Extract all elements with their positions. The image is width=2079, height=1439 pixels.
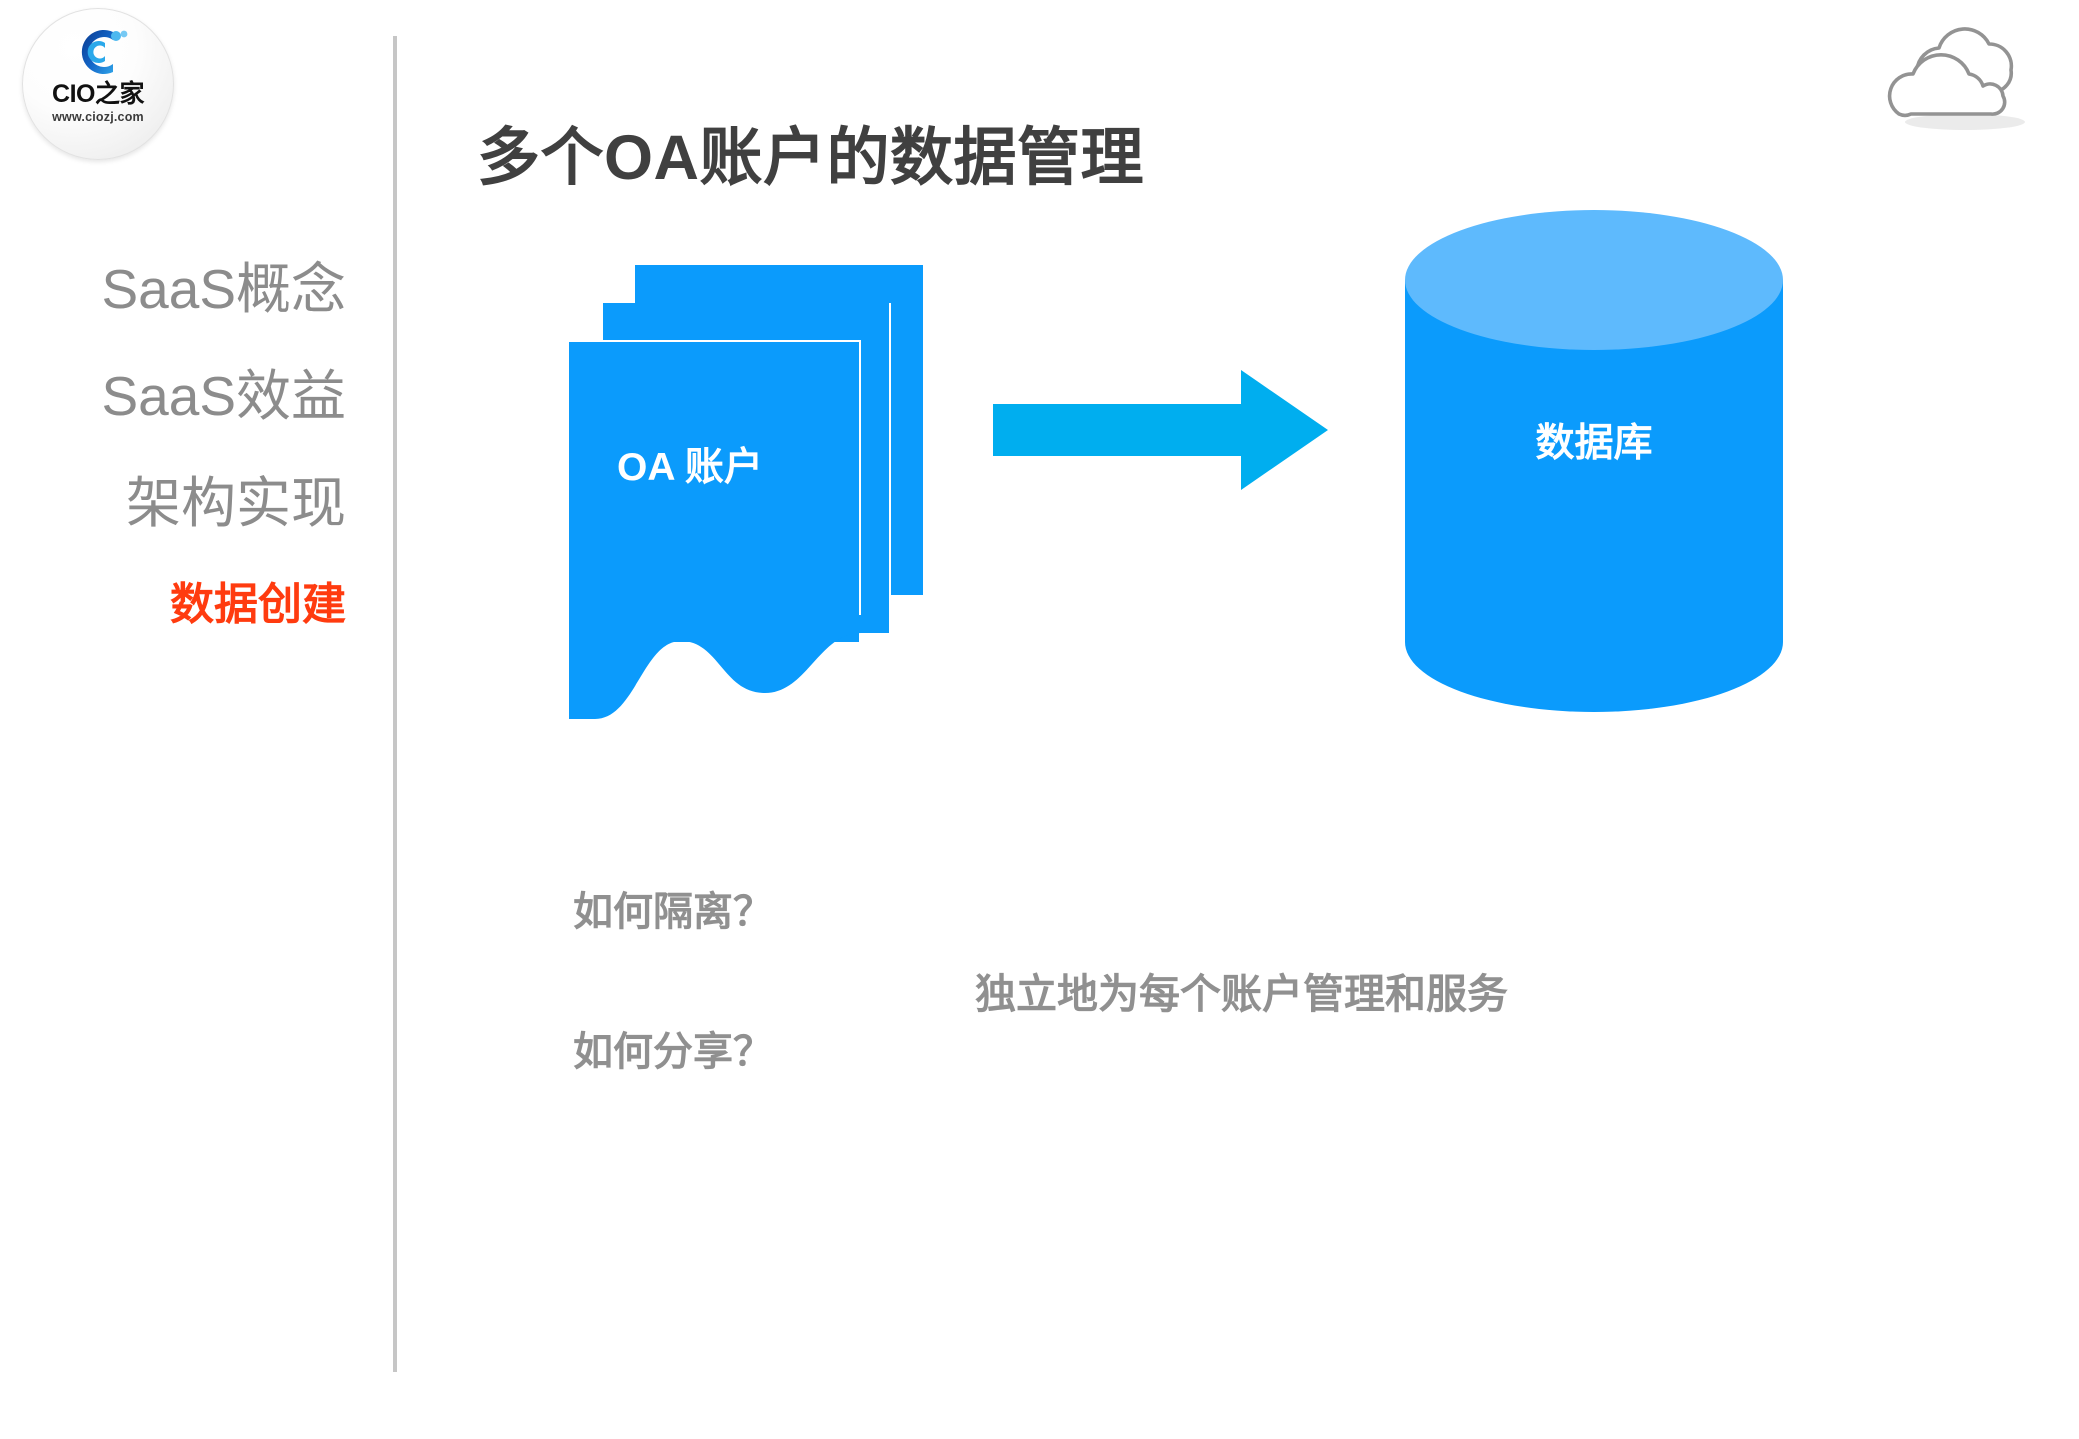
source-label: OA 账户 bbox=[617, 446, 763, 489]
vertical-divider bbox=[393, 36, 397, 1372]
cloud-icon bbox=[1887, 27, 2025, 130]
cylinder-shape bbox=[1405, 210, 1783, 712]
database-cylinder-icon: 数据库 bbox=[1405, 210, 1783, 712]
stacked-documents-icon: OA 账户 bbox=[563, 265, 983, 719]
right-arrow-icon bbox=[993, 370, 1328, 490]
document-wave-edge bbox=[569, 615, 861, 719]
target-label: 数据库 bbox=[1535, 422, 1653, 465]
c-monogram-icon bbox=[81, 30, 128, 74]
brand-name: CIO之家 bbox=[52, 80, 144, 108]
brand-url: www.ciozj.com bbox=[52, 110, 144, 124]
note-isolation-question: 如何隔离？ bbox=[573, 890, 773, 934]
sidebar-nav: SaaS概念 SaaS效益 架构实现 数据创建 bbox=[0, 262, 372, 627]
sidebar-item-architecture[interactable]: 架构实现 bbox=[125, 472, 346, 534]
note-summary: 独立地为每个账户管理和服务 bbox=[975, 971, 1508, 1017]
sidebar-item-data-creation[interactable]: 数据创建 bbox=[170, 580, 346, 629]
document-card-front bbox=[569, 340, 861, 642]
data-flow-diagram: OA 账户 数据库 bbox=[393, 210, 1893, 730]
sidebar-item-saas-concept[interactable]: SaaS概念 bbox=[101, 258, 346, 320]
sidebar-item-saas-benefit[interactable]: SaaS效益 bbox=[101, 365, 346, 427]
brand-logo: CIO之家 www.ciozj.com bbox=[22, 8, 174, 160]
note-sharing-question: 如何分享？ bbox=[573, 1030, 773, 1074]
page-title: 多个OA账户的数据管理 bbox=[477, 123, 1144, 194]
